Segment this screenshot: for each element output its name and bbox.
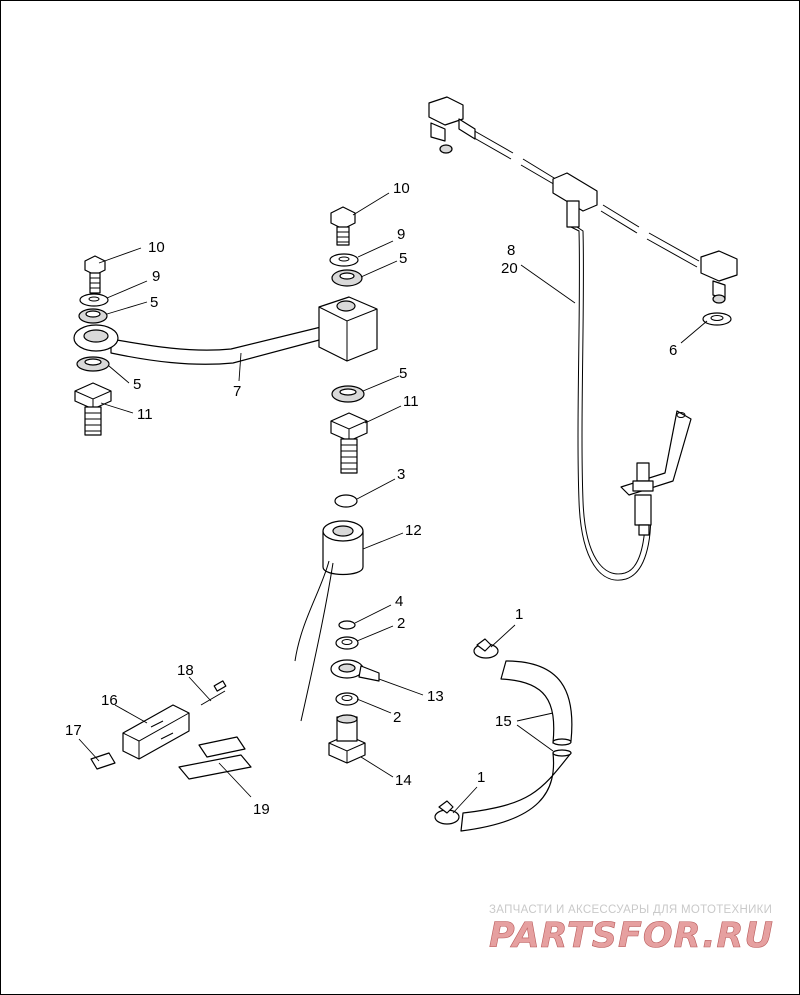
o-ring-3 [334, 494, 358, 508]
banjo-top-left [428, 96, 476, 154]
callout-3: 3 [397, 466, 405, 483]
bearing-5-middle-bottom [331, 385, 365, 403]
bolt-11-middle [330, 412, 368, 474]
callout-2-top: 2 [397, 615, 405, 632]
callout-17: 17 [65, 722, 82, 739]
callout-5-middle-top: 5 [399, 250, 407, 267]
brake-line-8-20 [468, 128, 700, 581]
callout-labels: 10 9 5 7 5 11 10 9 5 5 11 3 12 4 2 13 2 … [65, 180, 677, 818]
callout-6: 6 [669, 342, 677, 359]
callout-14: 14 [395, 772, 412, 789]
callout-16: 16 [101, 692, 118, 709]
o-ring-4 [338, 620, 356, 630]
banjo-fitting-13 [330, 659, 380, 682]
banjo-right [700, 250, 738, 304]
callout-1-top: 1 [515, 606, 523, 623]
callout-9-middle: 9 [397, 226, 405, 243]
callout-5-middle-bottom: 5 [399, 365, 407, 382]
bearing-5-middle-top [331, 269, 363, 287]
gasket-19 [178, 736, 252, 780]
callout-8: 8 [507, 242, 515, 259]
watermark: ЗАПЧАСТИ И АКСЕССУАРЫ ДЛЯ МОТОТЕХНИКИ PA… [489, 904, 774, 956]
bolt-11-left [74, 382, 112, 436]
washer-6 [702, 312, 732, 326]
callout-11-middle: 11 [403, 393, 419, 410]
hose-15-upper [500, 660, 573, 746]
lock-17 [90, 752, 116, 770]
callout-20: 20 [501, 260, 518, 277]
callout-15: 15 [495, 713, 512, 730]
bearing-5-left-bottom [76, 356, 110, 372]
callout-18: 18 [177, 662, 194, 679]
callout-10-left: 10 [148, 239, 165, 256]
bearing-5-left-top [78, 308, 108, 324]
washer-2-top [335, 636, 359, 650]
bolt-10-middle [330, 206, 356, 246]
callout-12: 12 [405, 522, 422, 539]
banjo-bolt-14 [328, 714, 366, 764]
washer-2-bottom [335, 692, 359, 706]
callout-4: 4 [395, 593, 403, 610]
callout-13: 13 [427, 688, 444, 705]
clamp-1-bottom [434, 800, 460, 825]
callout-1-bottom: 1 [477, 769, 485, 786]
solenoid-12 [294, 520, 364, 722]
callout-11-left: 11 [137, 406, 153, 423]
callout-19: 19 [253, 801, 270, 818]
callout-5-left-bottom: 5 [133, 376, 141, 393]
washer-9-left [79, 293, 109, 307]
watermark-tagline: ЗАПЧАСТИ И АКСЕССУАРЫ ДЛЯ МОТОТЕХНИКИ [489, 904, 772, 916]
leader-lines [78, 192, 708, 814]
line-fitting [632, 462, 654, 536]
clamp-1-top [473, 638, 499, 659]
washer-9-middle [329, 253, 359, 267]
callout-2-bottom: 2 [393, 709, 401, 726]
connector-16 [122, 704, 190, 760]
rod-7 [73, 296, 378, 365]
callout-9-left: 9 [152, 268, 160, 285]
hose-15-lower [460, 749, 572, 832]
mounting-bracket [620, 410, 692, 496]
callout-7: 7 [233, 383, 241, 400]
watermark-brand: PARTSFOR.RU [489, 916, 774, 956]
bolt-10-left [84, 255, 106, 294]
callout-10-middle: 10 [393, 180, 410, 197]
callout-5-left-top: 5 [150, 294, 158, 311]
terminal-18 [200, 680, 227, 706]
